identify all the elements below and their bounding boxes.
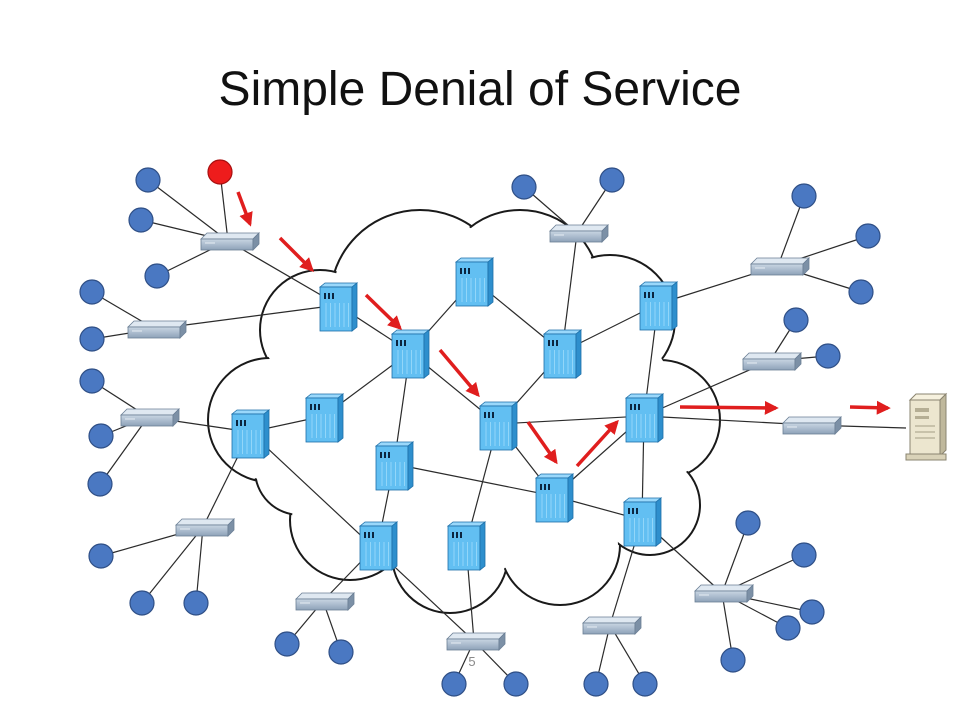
router-icon	[390, 329, 431, 379]
attacker-host-icon	[207, 159, 233, 185]
host-icon	[799, 599, 825, 625]
router-icon	[534, 473, 575, 523]
switch-icon	[782, 416, 842, 435]
router-icon	[622, 497, 663, 547]
host-icon	[79, 326, 105, 352]
host-icon	[128, 207, 154, 233]
link-h8-s3	[99, 416, 149, 485]
switch-icon	[750, 257, 810, 276]
router-icon	[624, 393, 665, 443]
attack-path-arrows	[236, 191, 891, 468]
switch-icon	[127, 320, 187, 339]
router-icon	[358, 521, 399, 571]
host-icon	[720, 647, 746, 673]
router-icon	[230, 409, 271, 459]
page-title: Simple Denial of Service	[218, 63, 742, 116]
host-icon	[79, 368, 105, 394]
host-icon	[274, 631, 300, 657]
host-icon	[129, 590, 155, 616]
host-icon	[183, 590, 209, 616]
host-icon	[783, 307, 809, 333]
switch-icon	[295, 592, 355, 611]
switch-icon	[549, 224, 609, 243]
attack-arrow	[364, 293, 403, 330]
host-icon	[848, 279, 874, 305]
link-h1-s1	[147, 179, 229, 242]
host-icon	[88, 543, 114, 569]
server-icon	[905, 392, 948, 461]
link-r7-r8	[497, 415, 645, 425]
link-r10-r11	[393, 463, 555, 497]
attack-arrow	[849, 400, 891, 415]
host-icon	[583, 671, 609, 697]
router-group	[230, 257, 679, 571]
switch-icon	[582, 616, 642, 635]
attack-arrow	[278, 236, 314, 272]
attack-arrow	[679, 400, 779, 415]
host-icon	[144, 263, 170, 289]
router-icon	[478, 401, 519, 451]
host-icon	[632, 671, 658, 697]
host-icon	[855, 223, 881, 249]
attack-arrow	[236, 191, 253, 227]
switch-group	[120, 224, 842, 651]
host-icon	[599, 167, 625, 193]
host-icon	[328, 639, 354, 665]
host-icon	[135, 167, 161, 193]
link-h11-s4	[195, 526, 204, 604]
switch-icon	[446, 632, 506, 651]
host-icon	[791, 542, 817, 568]
link-h10-s4	[141, 526, 204, 604]
attack-arrow	[438, 348, 480, 398]
switch-icon	[175, 518, 235, 537]
host-icon	[775, 615, 801, 641]
router-icon	[304, 393, 345, 443]
host-icon	[511, 174, 537, 200]
attack-arrow	[575, 419, 619, 468]
host-icon	[87, 471, 113, 497]
internet-cloud	[207, 209, 721, 614]
host-icon	[503, 671, 529, 697]
host-icon	[815, 343, 841, 369]
host-icon	[735, 510, 761, 536]
router-icon	[318, 282, 359, 332]
switch-icon	[742, 352, 802, 371]
router-icon	[542, 329, 583, 379]
router-icon	[446, 521, 487, 571]
router-icon	[638, 281, 679, 331]
host-group	[79, 159, 881, 697]
host-icon	[441, 671, 467, 697]
attack-arrow	[526, 420, 558, 465]
switch-icon	[120, 408, 180, 427]
router-icon	[374, 441, 415, 491]
host-icon	[79, 279, 105, 305]
host-icon	[791, 183, 817, 209]
switch-icon	[694, 584, 754, 603]
switch-icon	[200, 232, 260, 251]
link-s8-r8	[643, 415, 811, 426]
router-icon	[454, 257, 495, 307]
page-number: 5	[468, 654, 476, 669]
host-icon	[88, 423, 114, 449]
